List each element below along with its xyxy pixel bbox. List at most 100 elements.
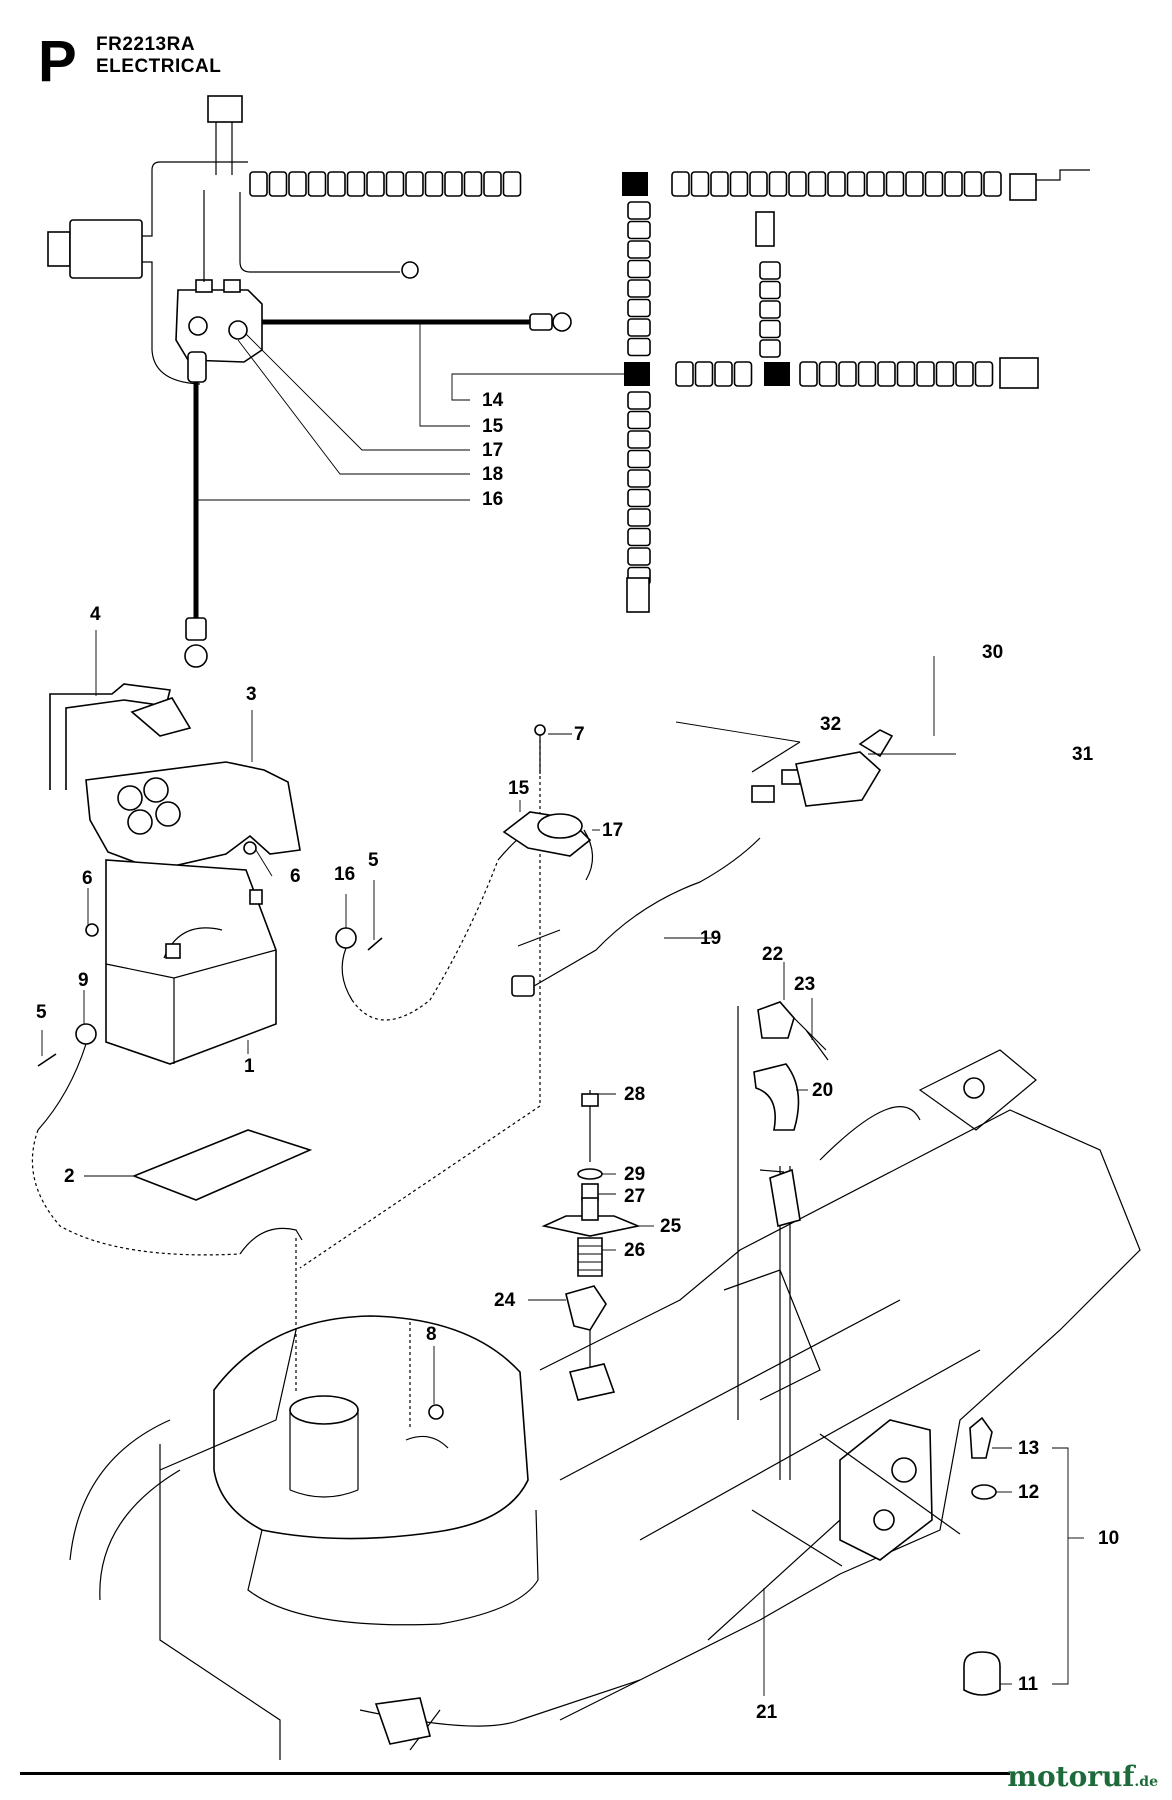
callout-26: 26 bbox=[624, 1240, 645, 1261]
battery-mat bbox=[131, 1129, 313, 1201]
pivot-base bbox=[565, 1285, 607, 1331]
callout-17: 17 bbox=[602, 820, 623, 841]
sleeve-segment bbox=[963, 171, 983, 197]
callout-30: 30 bbox=[982, 642, 1003, 663]
harness-sleeve-main bbox=[249, 171, 1002, 386]
callout-31: 31 bbox=[1072, 744, 1094, 765]
callout-labels: 14 15 17 18 16 4 3 7 15 17 5 16 6 6 9 5 … bbox=[36, 390, 1119, 1723]
callout-7: 7 bbox=[574, 724, 585, 745]
callout-29: 29 bbox=[624, 1164, 645, 1185]
ignition-bracket bbox=[839, 1419, 933, 1561]
callout-10: 10 bbox=[1098, 1528, 1119, 1549]
sleeve-segment bbox=[846, 171, 866, 197]
callout-24: 24 bbox=[494, 1290, 516, 1311]
sleeve-segment bbox=[916, 361, 935, 387]
callout-2: 2 bbox=[64, 1166, 75, 1187]
sleeve-segment bbox=[857, 361, 877, 387]
sleeve-segment bbox=[935, 361, 955, 387]
sleeve-segment bbox=[627, 337, 651, 357]
sleeve-segment bbox=[983, 171, 1002, 197]
sleeve-segment bbox=[627, 430, 651, 449]
sleeve-segment bbox=[671, 171, 690, 197]
harness-sleeve-branch bbox=[627, 201, 651, 586]
switch-harness bbox=[511, 656, 956, 997]
clip bbox=[753, 1063, 800, 1131]
sleeve-segment bbox=[827, 171, 846, 197]
sleeve-segment bbox=[799, 361, 818, 387]
callout-19: 19 bbox=[700, 928, 721, 949]
callout-23: 23 bbox=[794, 974, 815, 995]
nut bbox=[85, 923, 99, 937]
callout-11: 11 bbox=[1018, 1674, 1039, 1695]
sleeve-segment bbox=[502, 171, 522, 197]
sleeve-segment bbox=[710, 171, 729, 197]
sleeve-segment bbox=[955, 361, 974, 387]
sleeve-segment bbox=[405, 171, 424, 197]
sleeve-segment bbox=[627, 298, 651, 318]
harness-right-connector bbox=[1009, 173, 1037, 201]
sleeve-segment bbox=[307, 171, 327, 197]
callout-13: 13 bbox=[1018, 1438, 1039, 1459]
harness-junction bbox=[622, 172, 648, 196]
model-title: FR2213RA bbox=[96, 34, 196, 55]
sleeve-segment bbox=[733, 361, 753, 387]
sleeve-segment bbox=[627, 318, 651, 337]
callout-20: 20 bbox=[812, 1080, 833, 1101]
callout-14: 14 bbox=[482, 390, 504, 411]
callout-8: 8 bbox=[426, 1324, 437, 1345]
nut bbox=[428, 1404, 444, 1420]
sleeve-segment bbox=[268, 171, 288, 197]
sleeve-segment bbox=[346, 171, 366, 197]
sleeve-segment bbox=[627, 508, 651, 527]
spring bbox=[577, 1237, 603, 1277]
sleeve-segment bbox=[627, 279, 651, 298]
callout-16: 16 bbox=[482, 489, 503, 510]
solenoid-group bbox=[502, 724, 600, 881]
callout-27: 27 bbox=[624, 1186, 645, 1207]
sleeve-segment bbox=[759, 261, 781, 280]
callout-28: 28 bbox=[624, 1084, 645, 1105]
sleeve-segment bbox=[885, 171, 905, 197]
bolt bbox=[37, 1053, 57, 1067]
section-letter: P bbox=[38, 29, 77, 94]
seat-pivot-stack bbox=[528, 1090, 654, 1401]
sleeve-segment bbox=[690, 171, 710, 197]
watermark: motoruf.de bbox=[1007, 1760, 1158, 1793]
callout-5: 5 bbox=[368, 850, 379, 871]
bottom-rule bbox=[20, 1772, 1010, 1775]
sleeve-segment bbox=[896, 361, 916, 387]
sleeve-segment bbox=[924, 171, 944, 197]
callout-9: 9 bbox=[78, 970, 89, 991]
nut bbox=[243, 841, 257, 855]
sleeve-segment bbox=[759, 280, 781, 300]
callout-4: 4 bbox=[90, 604, 101, 625]
callout-22: 22 bbox=[762, 944, 783, 965]
callout-6: 6 bbox=[82, 868, 93, 889]
callout-17: 17 bbox=[482, 440, 503, 461]
sleeve-segment bbox=[627, 449, 651, 469]
sleeve-segment bbox=[385, 171, 405, 197]
battery-cover bbox=[85, 761, 301, 871]
callout-15: 15 bbox=[508, 778, 530, 799]
relay-tab bbox=[47, 231, 71, 267]
callout-18: 18 bbox=[482, 464, 503, 485]
callout-6: 6 bbox=[290, 866, 301, 887]
sleeve-segment bbox=[627, 527, 651, 547]
seat-switch-body bbox=[757, 1001, 795, 1039]
battery bbox=[105, 859, 277, 1065]
wiring-harness bbox=[47, 95, 1090, 668]
sleeve-segment bbox=[807, 171, 827, 197]
sleeve-segment bbox=[759, 300, 781, 319]
callout-3: 3 bbox=[246, 684, 257, 705]
harness-top-connector bbox=[207, 95, 243, 123]
pivot-plate bbox=[541, 1215, 641, 1237]
sleeve-segment bbox=[675, 361, 694, 387]
sleeve-segment bbox=[327, 171, 346, 197]
callout-12: 12 bbox=[1018, 1482, 1039, 1503]
sleeve-segment bbox=[818, 361, 838, 387]
sleeve-segment bbox=[627, 547, 651, 566]
battery-group bbox=[31, 630, 541, 1269]
sleeve-segment bbox=[366, 171, 385, 197]
